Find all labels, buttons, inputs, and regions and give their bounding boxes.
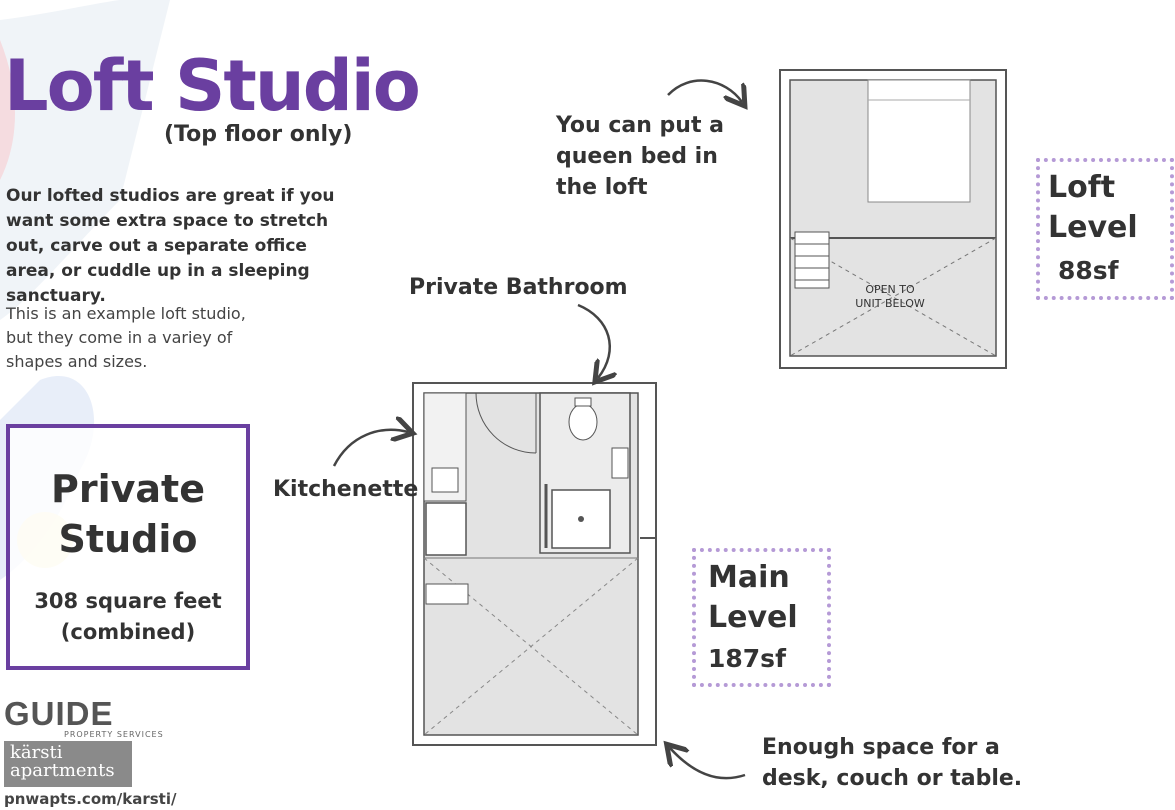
karsti-logo-line1: kärsti bbox=[10, 742, 63, 763]
page-title: Loft Studio bbox=[4, 45, 421, 127]
page-subtitle: (Top floor only) bbox=[164, 122, 353, 147]
loft-level-label-line2: Level bbox=[1048, 210, 1138, 245]
queen-bed-callout: You can put a queen bed in the loft bbox=[556, 113, 724, 200]
loft-level-box: Loft Level 88sf bbox=[1036, 158, 1174, 300]
arrow-to-bathroom-icon bbox=[577, 303, 610, 378]
karsti-logo-line2: apartments bbox=[10, 760, 115, 781]
main-floor-plan bbox=[412, 382, 657, 746]
open-to-label-line1: OPEN TO bbox=[865, 283, 915, 296]
main-level-label-line2: Level bbox=[708, 600, 798, 635]
main-level-area: 187sf bbox=[708, 644, 786, 673]
private-bathroom-callout: Private Bathroom bbox=[409, 275, 628, 300]
arrow-to-kitchenette-icon bbox=[332, 430, 408, 467]
example-paragraph: This is an example loft studio, but they… bbox=[6, 304, 246, 371]
intro-paragraph: Our lofted studios are great if you want… bbox=[6, 186, 335, 306]
kitchenette-callout: Kitchenette bbox=[273, 477, 419, 502]
website-url: pnwapts.com/karsti/ bbox=[4, 790, 177, 808]
private-studio-box: Private Studio 308 square feet (combined… bbox=[6, 424, 250, 670]
arrow-to-loft-icon bbox=[667, 79, 742, 102]
space-callout: Enough space for a desk, couch or table. bbox=[762, 735, 1023, 791]
studio-size-line1: 308 square feet bbox=[34, 589, 222, 613]
loft-level-label-line1: Loft bbox=[1048, 170, 1116, 205]
main-level-label-line1: Main bbox=[708, 560, 790, 595]
main-level-box: Main Level 187sf bbox=[692, 548, 831, 687]
studio-size-line2: (combined) bbox=[60, 620, 196, 644]
open-to-label-line2: UNIT BELOW bbox=[855, 297, 925, 310]
guide-logo: GUIDE bbox=[4, 695, 114, 732]
arrow-to-open-area-icon bbox=[670, 748, 746, 780]
studio-size: 308 square feet (combined) bbox=[10, 586, 246, 648]
guide-logo-subtitle: PROPERTY SERVICES bbox=[64, 730, 164, 739]
studio-title: Private Studio bbox=[51, 467, 205, 561]
karsti-apartments-logo: kärsti apartments bbox=[4, 741, 132, 787]
loft-level-area: 88sf bbox=[1058, 256, 1119, 285]
loft-floor-plan: OPEN TO UNIT BELOW bbox=[779, 69, 1007, 369]
